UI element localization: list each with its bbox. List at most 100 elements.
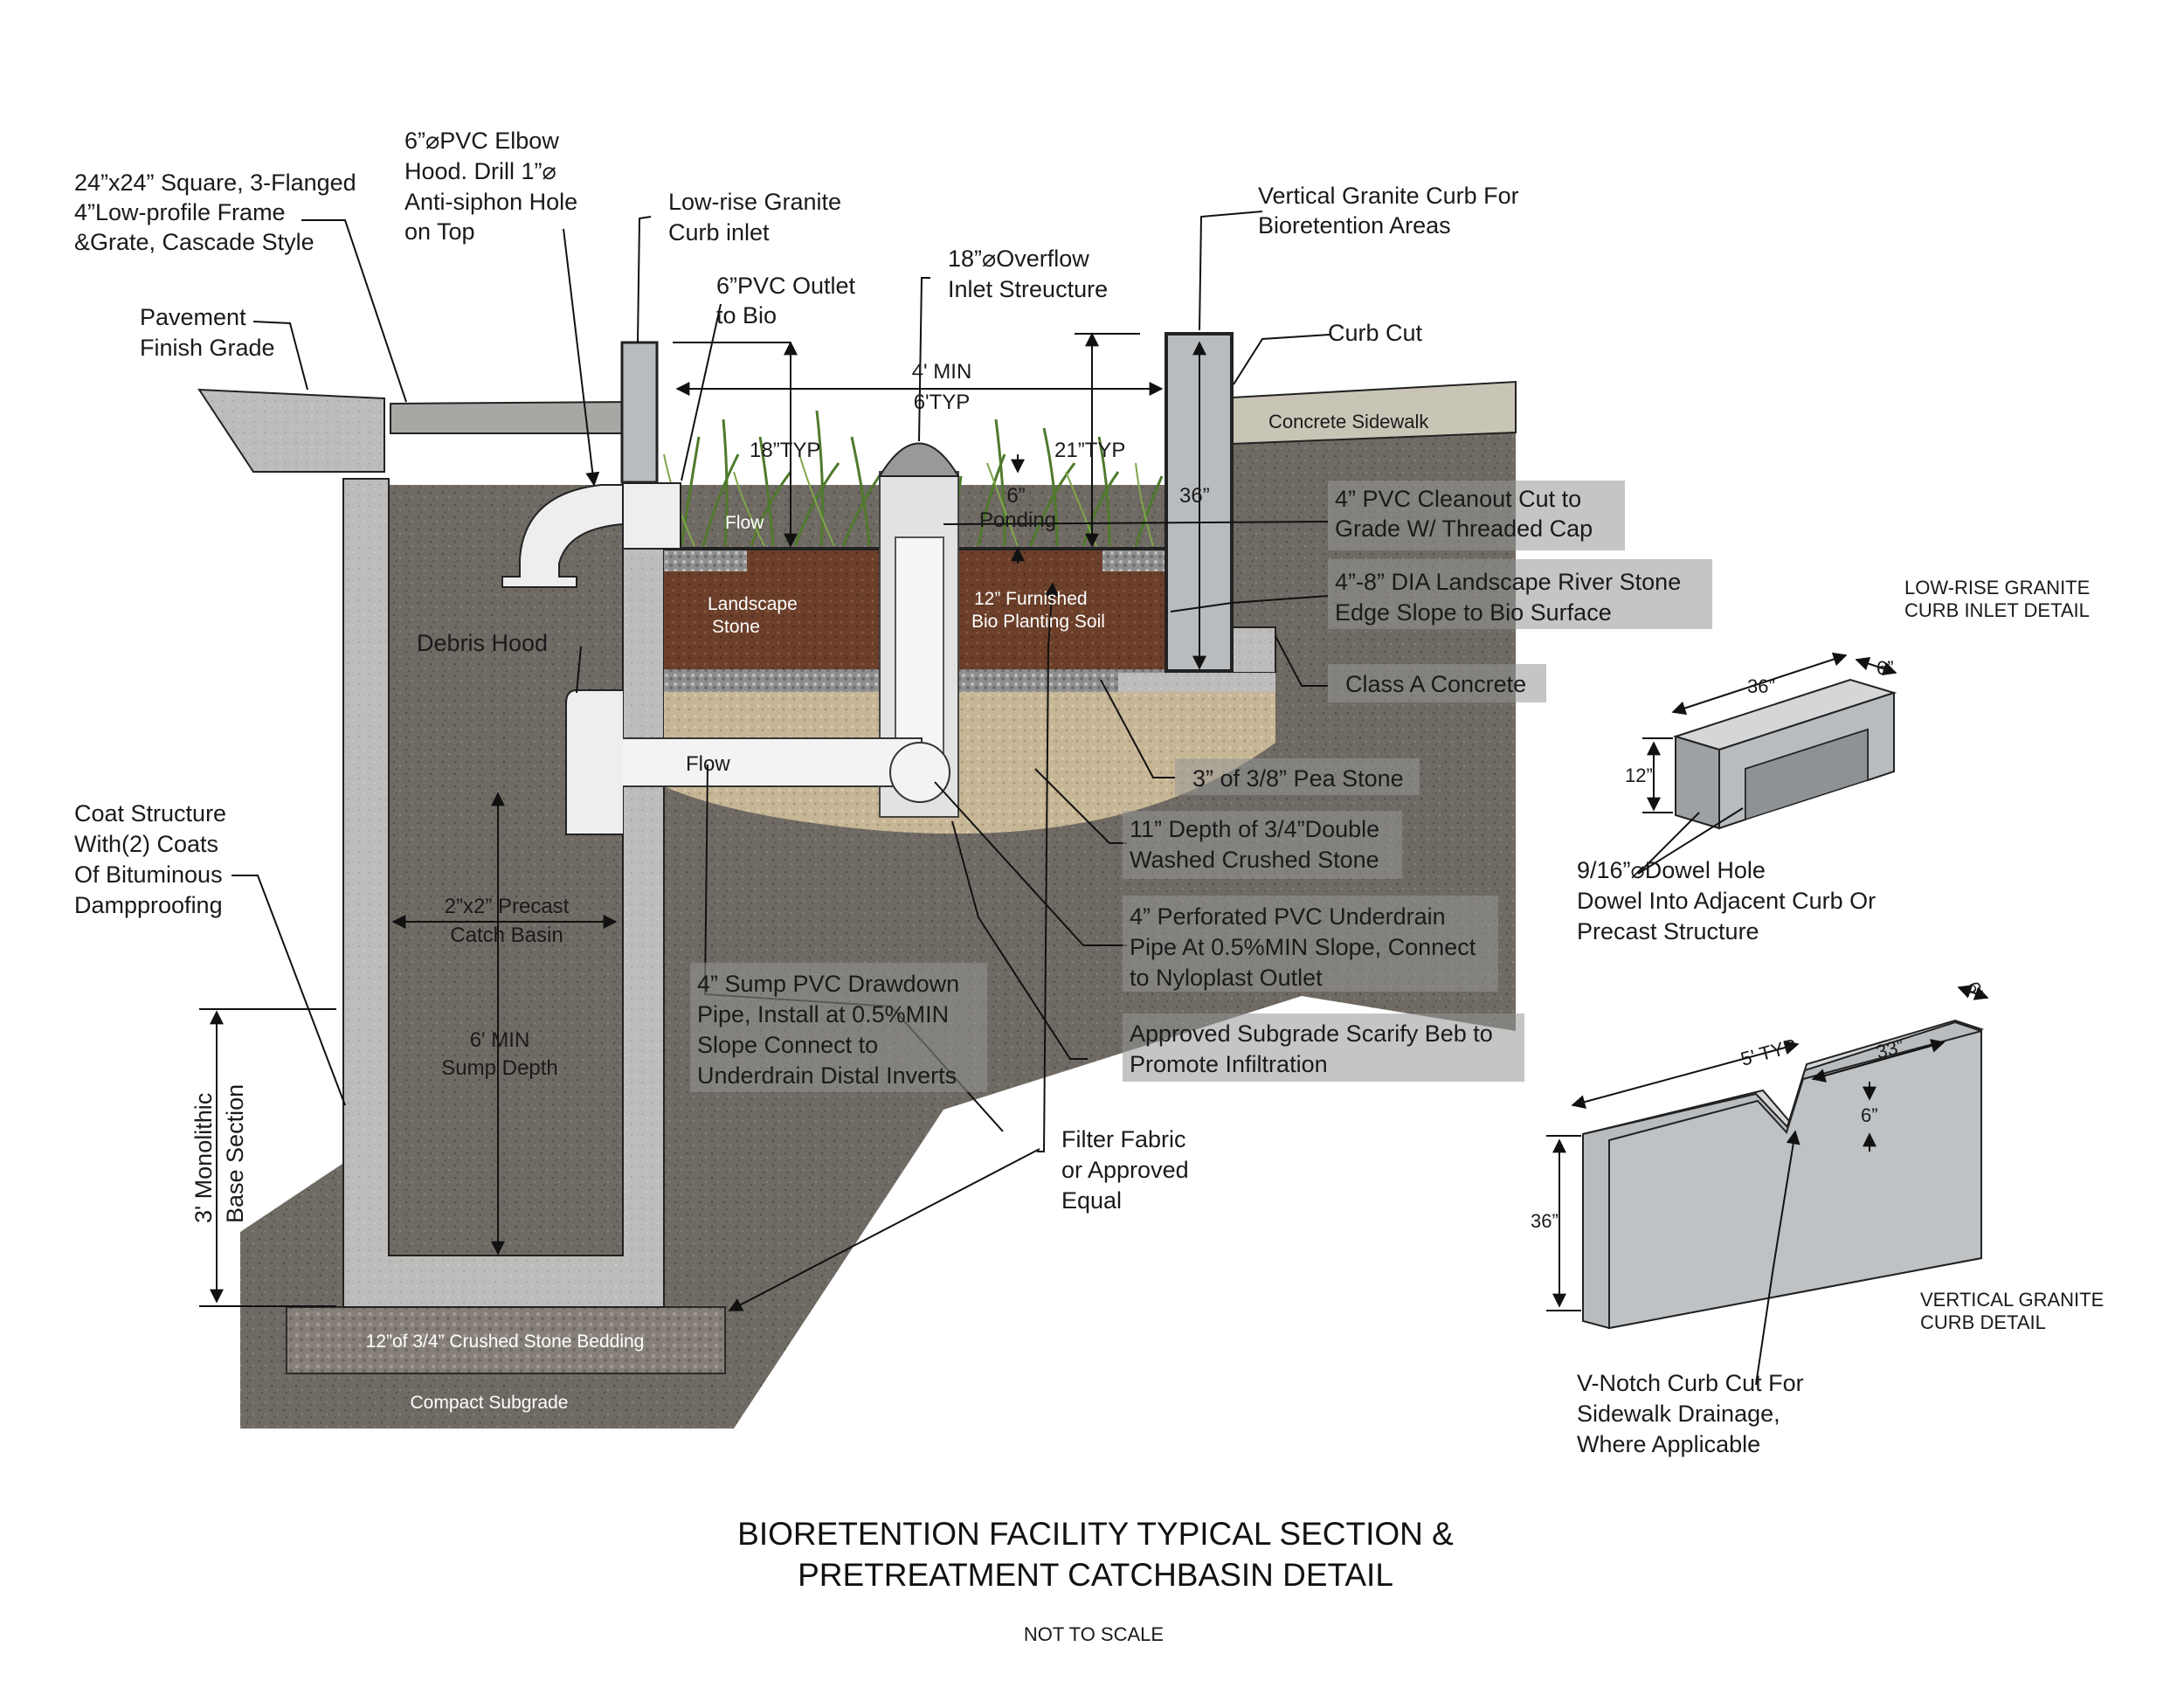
label-cleanout-line1: 4” PVC Cleanout Cut to [1335,486,1581,512]
label-ponding-line2: Ponding [979,508,1056,532]
low-rise-curb-inlet-detail: 36” 6” 12” LOW-RISE GRANITE CURB INLET D… [1577,577,2090,944]
label-grate: 24”x24” Square, 3-Flanged 4”Low-profile … [74,169,356,255]
label-subgrade-line1: Approved Subgrade Scarify Beb to [1130,1020,1493,1047]
low-rise-curb-inlet [620,341,659,484]
label-sump-pipe-line4: Underdrain Distal Inverts [697,1062,957,1089]
crushed-stone-layer [664,690,1275,834]
label-overflow: 18”⌀Overflow Inlet Streucture [948,246,1108,302]
label-vcurb-detail-title-line2: CURB DETAIL [1920,1311,2046,1333]
label-vnotch-line1: V-Notch Curb Cut For [1577,1370,1804,1396]
label-crushed-line2: Washed Crushed Stone [1130,847,1379,873]
label-pavement-line1: Pavement [140,304,246,330]
label-catch-basin-line2: Catch Basin [450,924,563,947]
label-curb-inlet: Low-rise Granite Curb inlet [668,189,841,246]
label-debris-hood: Debris Hood [417,630,548,656]
label-vcurb-detail-title-line1: VERTICAL GRANITE [1920,1289,2104,1311]
label-filter-line3: Equal [1061,1187,1122,1214]
label-dowel-line1: 9/16”⌀Dowel Hole [1577,857,1766,883]
label-vcurb-5typ: 5' TYP [1738,1034,1799,1070]
label-underdrain-line3: to Nyloplast Outlet [1130,965,1323,991]
label-elbow: 6”⌀PVC Elbow Hood. Drill 1”⌀ Anti-siphon… [404,128,577,245]
label-crushed-line1: 11” Depth of 3/4”Double [1130,816,1379,842]
label-inlet-detail-title-line1: LOW-RISE GRANITE [1904,577,2090,598]
label-concrete-sidewalk: Concrete Sidewalk [1268,411,1429,432]
label-vertical-curb-line2: Bioretention Areas [1258,212,1451,239]
class-a-concrete-under [1118,673,1275,692]
label-vertical-curb-line1: Vertical Granite Curb For [1258,183,1519,209]
label-cleanout-line2: Grade W/ Threaded Cap [1335,515,1593,542]
label-catch-basin-line1: 2”x2” Precast [445,895,570,918]
label-vnotch-line3: Where Applicable [1577,1431,1760,1457]
label-river-stone-line1: 4”-8” DIA Landscape River Stone [1335,569,1681,595]
label-vcurb-6a: 6” [1961,979,1988,1003]
grate-frame [390,400,632,434]
label-compact-subgrade: Compact Subgrade [411,1393,569,1413]
label-underdrain-bg [1123,896,1498,992]
label-elbow-line1: 6”⌀PVC Elbow [404,128,559,154]
label-dim-36: 36” [1179,484,1210,508]
label-dowel-line2: Dowel Into Adjacent Curb Or [1577,888,1876,914]
vertical-granite-curb-detail: 5' TYP 33” 6” 6” 36” VERTICAL GRANITE CU… [1531,979,2104,1457]
label-inlet-6: 6” [1876,657,1894,679]
label-subgrade-line2: Promote Infiltration [1130,1051,1328,1077]
label-grate-line3: &Grate, Cascade Style [74,229,314,255]
label-curb-cut: Curb Cut [1328,320,1423,346]
label-outlet-line2: to Bio [716,302,777,329]
label-crushed-bg [1123,811,1402,879]
label-elbow-line2: Hood. Drill 1”⌀ [404,158,556,184]
label-coat-line4: Dampproofing [74,892,223,918]
title-line2: PRETREATMENT CATCHBASIN DETAIL [798,1557,1393,1593]
label-coat: Coat Structure With(2) Coats Of Bitumino… [74,800,226,918]
label-river-stone-line2: Edge Slope to Bio Surface [1335,599,1612,626]
label-pavement: Pavement Finish Grade [140,304,275,361]
label-coat-line3: Of Bituminous [74,861,223,888]
crushed-stone-bedding [286,1306,726,1374]
label-sump-pipe-bg [690,963,987,1092]
label-curb-inlet-line2: Curb inlet [668,219,770,246]
label-cleanout-bg [1328,481,1625,550]
label-sump-pipe-line2: Pipe, Install at 0.5%MIN [697,1001,949,1027]
label-sump-depth-line1: 6' MIN [470,1028,530,1052]
scale-note: NOT TO SCALE [1024,1623,1164,1645]
label-inlet-detail-title-line2: CURB INLET DETAIL [1904,599,2090,621]
label-sump-pipe-line3: Slope Connect to [697,1032,878,1058]
label-monolithic-line1: 3' Monolithic [190,1093,217,1223]
label-elbow-line3: Anti-siphon Hole [404,189,577,215]
label-subgrade-bg [1123,1013,1524,1082]
label-class-a-concrete: Class A Concrete [1345,671,1526,697]
label-landscape-stone-line2: Stone [712,617,760,637]
label-landscape-stone-line1: Landscape [708,594,798,614]
label-grate-line2: 4”Low-profile Frame [74,199,286,225]
label-monolithic-line2: Base Section [222,1084,248,1223]
label-coat-line1: Coat Structure [74,800,226,827]
label-inlet-12: 12” [1625,764,1653,786]
landscape-stone-right [1102,549,1171,571]
label-pavement-line2: Finish Grade [140,335,275,361]
label-filter: Filter Fabric or Approved Equal [1061,1126,1189,1214]
label-outlet: 6”PVC Outlet to Bio [716,273,856,329]
underdrain-pipe [606,737,923,787]
outlet-box [622,482,681,550]
label-dowel-line3: Precast Structure [1577,918,1759,944]
label-vcurb-6b: 6” [1861,1104,1878,1126]
label-underdrain-line2: Pipe At 0.5%MIN Slope, Connect [1130,934,1476,960]
label-dim-21: 21”TYP [1054,439,1125,462]
landscape-stone-left [664,549,747,571]
underdrain-pipe-end [889,742,950,803]
label-sump-pipe-line1: 4” Sump PVC Drawdown [697,971,959,997]
label-vertical-curb: Vertical Granite Curb For Bioretention A… [1258,183,1519,239]
title-line1: BIORETENTION FACILITY TYPICAL SECTION & [737,1516,1454,1552]
label-flow-surface: Flow [725,513,764,533]
overflow-dome-grate [878,442,960,477]
label-grate-line1: 24”x24” Square, 3-Flanged [74,169,356,196]
debris-hood [565,689,623,835]
label-dim-18: 18”TYP [750,439,820,462]
label-ponding-line1: 6” [1006,484,1025,508]
label-class-a-bg [1328,664,1546,702]
label-dim-width-line1: 4' MIN [912,360,972,384]
label-overflow-line2: Inlet Streucture [948,276,1108,302]
label-pea-stone: 3” of 3/8” Pea Stone [1192,765,1404,792]
pavement-slab [197,388,385,473]
dim-lines [199,332,1206,1307]
label-curb-inlet-line1: Low-rise Granite [668,189,841,215]
